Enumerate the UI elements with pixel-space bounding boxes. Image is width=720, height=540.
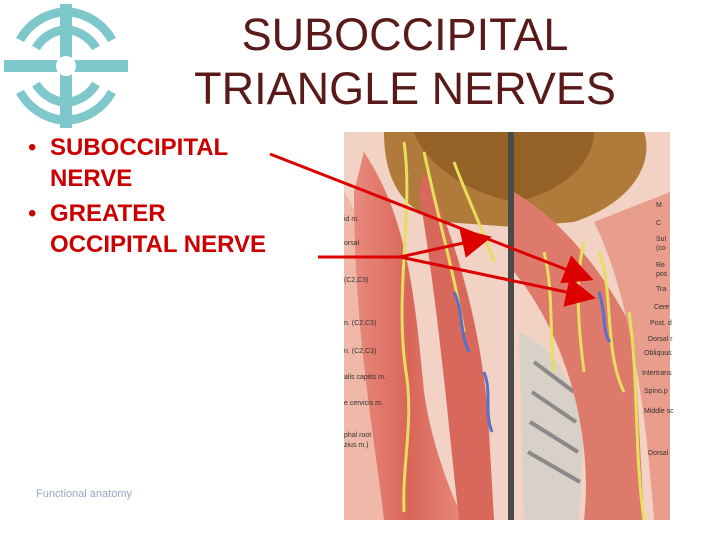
bullet-1-line-1: SUBOCCIPITAL: [50, 134, 229, 161]
label-right-15: Dorsal: [648, 450, 669, 457]
label-left-7: e cervicis m.: [344, 400, 383, 407]
label-right-12: Intertrans: [642, 370, 672, 377]
label-right-1: M: [656, 202, 662, 209]
label-left-8: phal root: [344, 432, 372, 439]
label-right-3: Sul: [656, 236, 667, 243]
title-line-1: SUBOCCIPITAL: [241, 9, 569, 60]
label-right-5: Re: [656, 262, 665, 269]
label-right-7: Tra: [656, 286, 667, 293]
bullet-2-line-2: OCCIPITAL NERVE: [50, 231, 267, 258]
bullet-list: • SUBOCCIPITAL NERVE • GREATER OCCIPITAL…: [24, 132, 324, 264]
anatomy-illustration: id m. orsal (C2,C3) n. (C2,C3) n. (C2,C3…: [344, 132, 674, 521]
label-right-2: C: [656, 220, 662, 227]
logo-icon: [4, 4, 128, 128]
label-right-4: (co: [656, 245, 666, 252]
label-left-6: alis capitis m.: [344, 374, 387, 381]
bullet-suboccipital-nerve: • SUBOCCIPITAL NERVE: [24, 132, 324, 194]
label-left-1: id m.: [344, 216, 360, 223]
label-left-5: n. (C2,C3): [344, 348, 377, 355]
footer-text: Functional anatomy: [36, 488, 132, 500]
label-right-6: pos: [656, 271, 668, 278]
label-left-3: (C2,C3): [344, 277, 369, 284]
label-right-14: Middle sc: [644, 408, 674, 415]
bullet-text-1: SUBOCCIPITAL NERVE: [50, 132, 324, 194]
bullet-1-line-2: NERVE: [50, 165, 133, 192]
neck-muscles-image: [344, 132, 670, 521]
label-right-11: Obliquus: [644, 350, 672, 357]
label-right-10: Dorsal r: [648, 336, 673, 343]
bullet-dot-icon: •: [28, 200, 37, 227]
label-left-9: zius m.): [344, 442, 369, 449]
bullet-dot-icon: •: [28, 134, 37, 161]
label-left-4: n. (C2,C3): [344, 320, 377, 327]
label-right-8: Cere: [654, 304, 670, 311]
label-right-13: Spino.p: [644, 388, 668, 395]
bullet-2-line-1: GREATER: [50, 200, 166, 227]
label-left-2: orsal: [344, 240, 360, 247]
title-line-2: TRIANGLE NERVES: [194, 63, 616, 114]
bullet-text-2: GREATER OCCIPITAL NERVE: [50, 198, 324, 260]
label-right-9: Post. d: [650, 320, 672, 327]
slide-title: SUBOCCIPITAL TRIANGLE NERVES: [170, 8, 640, 116]
bullet-greater-occipital-nerve: • GREATER OCCIPITAL NERVE: [24, 198, 324, 260]
